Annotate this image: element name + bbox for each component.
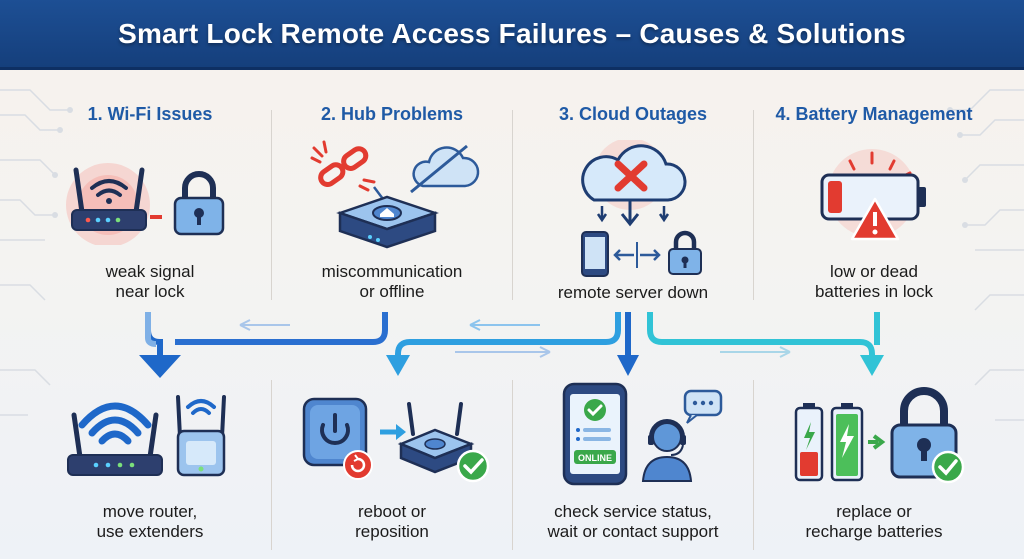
flow-arrow-battery [647,312,875,365]
caption-line: use extenders [96,522,204,541]
header-banner: Smart Lock Remote Access Failures – Caus… [0,0,1024,70]
lock-check-icon [890,387,965,484]
divider [271,380,272,550]
cause-title-wifi: 1. Wi-Fi Issues [87,104,213,124]
cause-title-battery: 4. Battery Management [775,104,973,124]
extender-icon [176,395,226,477]
cause-caption-wifi: weak signal near lock [22,262,278,302]
caption-line: wait or contact support [547,522,719,541]
flow-arrow-wifi [145,312,163,365]
cause-title-hub: 2. Hub Problems [320,104,464,124]
status-phone-icon [562,382,628,486]
flow-arrow-hub [175,312,388,345]
lock-icon [668,230,702,275]
lock-icon [173,171,225,236]
caption-line: miscommunication [321,262,463,281]
cause-caption-hub: miscommunication or offline [264,262,520,302]
caption-line: or offline [359,282,425,301]
solution-caption-wifi: move router, use extenders [22,502,278,542]
cloud-error-icon [581,140,687,227]
divider [512,110,513,300]
caption-line: check service status, [554,502,712,521]
divider [512,380,513,550]
caption-line: batteries in lock [814,282,934,301]
divider [753,110,754,300]
caption-line: weak signal [105,262,195,281]
flow-right-icon [380,424,406,440]
cause-caption-cloud: remote server down [505,283,761,303]
batteries-icon [794,403,886,482]
solution-caption-hub: reboot or reposition [264,502,520,542]
caption-line: remote server down [557,283,709,302]
divider [271,110,272,300]
caption-line: reboot or [357,502,427,521]
caption-line: recharge batteries [805,522,943,541]
caption-line: low or dead [830,262,918,281]
broken-link-icon [310,140,376,192]
hub-check-icon [397,402,490,483]
caption-line: replace or [836,502,912,521]
caption-line: near lock [115,282,185,301]
phone-icon [581,231,609,277]
flow-arrow-wifi-head [139,355,181,378]
online-badge: ONLINE [577,453,612,463]
solution-caption-cloud: check service status, wait or contact su… [505,502,761,542]
warning-icon [850,197,900,241]
cloud-offline-icon [410,144,480,194]
support-agent-icon [641,389,723,482]
cause-title-cloud: 3. Cloud Outages [558,104,708,124]
solution-caption-battery: replace or recharge batteries [746,502,1002,542]
wifi-router-icon [67,402,163,476]
divider [753,380,754,550]
hub-icon [336,186,439,249]
caption-line: move router, [102,502,198,521]
power-button-icon [302,397,373,480]
router-icon [66,163,162,245]
caption-line: reposition [355,522,429,541]
sync-arrows-icon [613,242,661,268]
page-title: Smart Lock Remote Access Failures – Caus… [118,17,906,49]
cause-caption-battery: low or dead batteries in lock [746,262,1002,302]
